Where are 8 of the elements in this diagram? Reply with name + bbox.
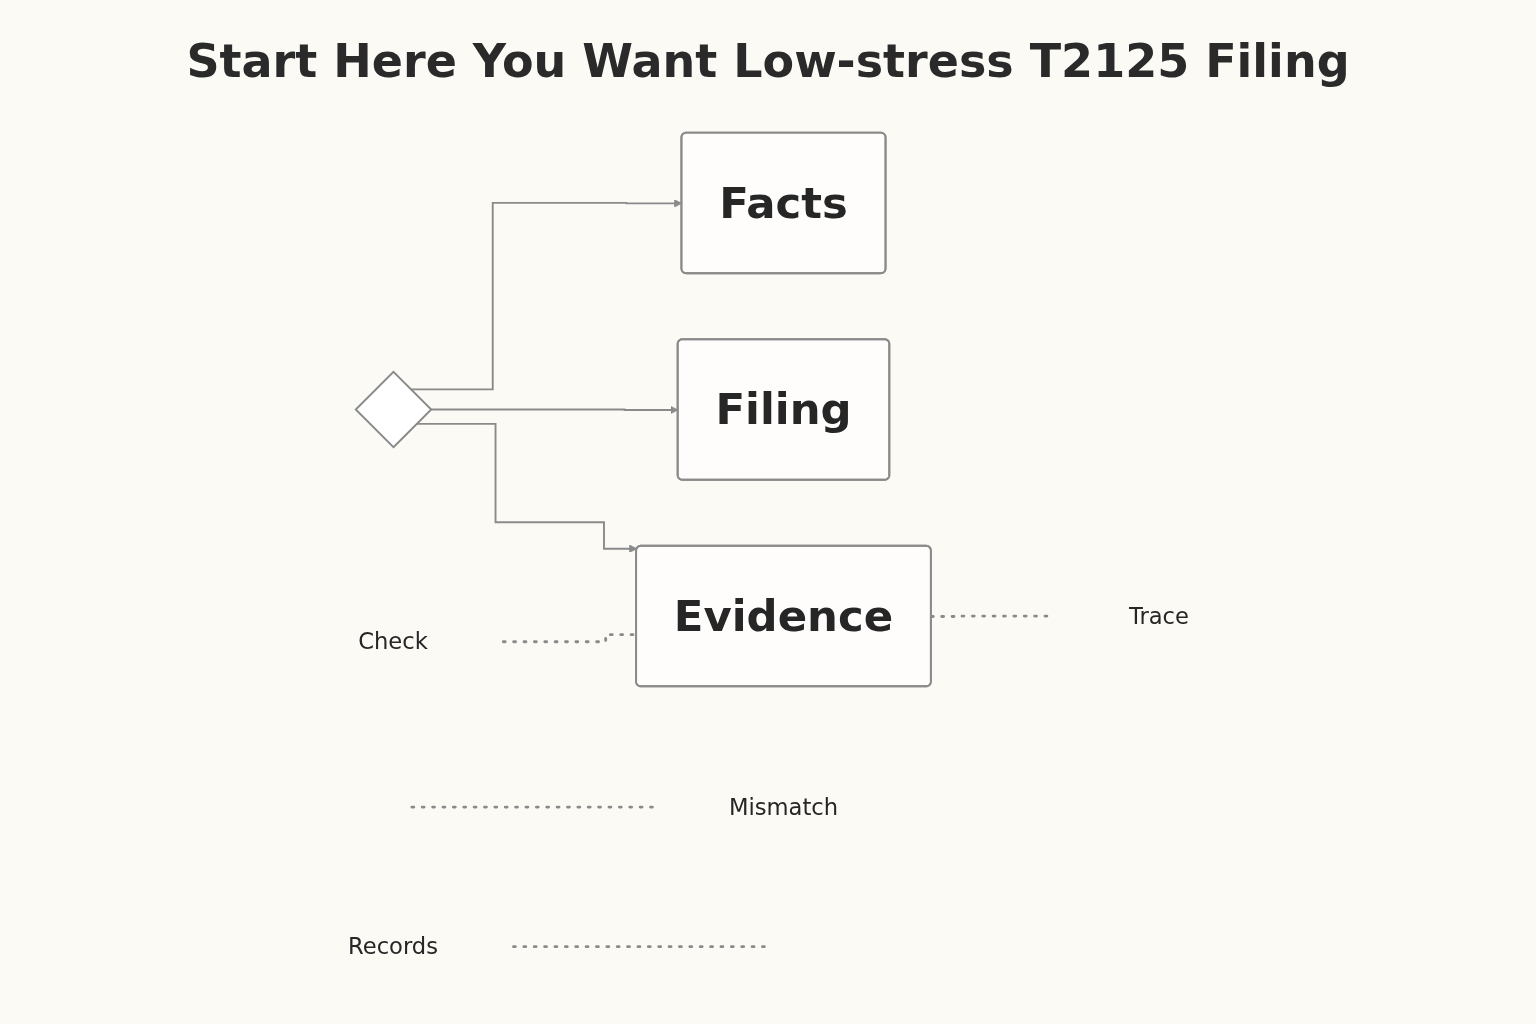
node-text: Mismatch [728,793,838,821]
node-text: Trace [1128,602,1189,630]
connector [409,805,655,809]
node-text: Records [347,933,438,960]
node-text: Check [357,628,428,655]
connector [511,945,766,949]
title: Start Here You Want Low-stress T2125 Filing [185,33,1351,90]
node-diamond [353,370,433,449]
